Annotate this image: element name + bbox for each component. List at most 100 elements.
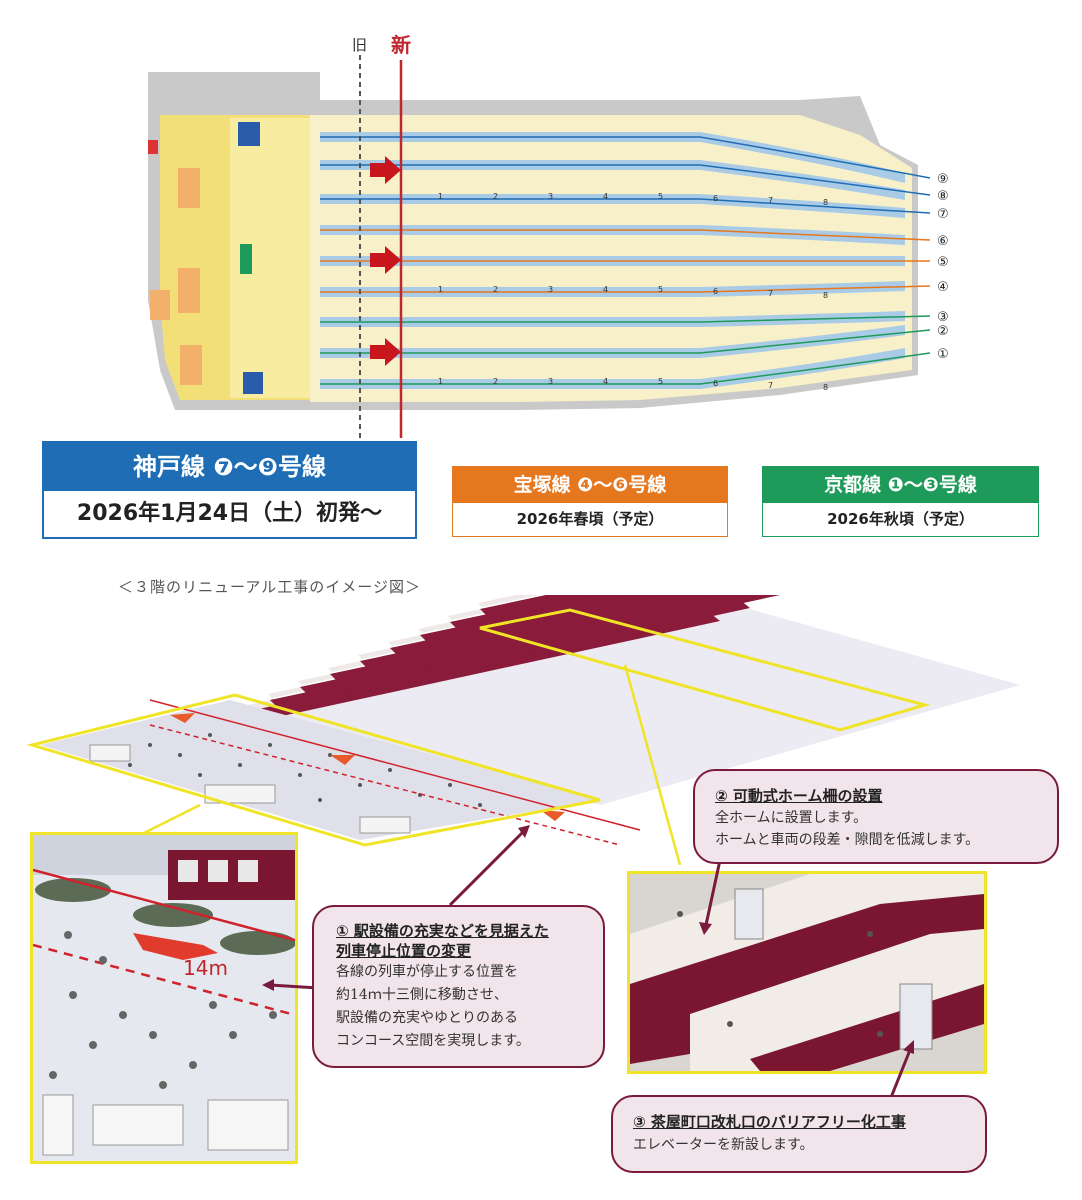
elevator-block	[238, 122, 260, 146]
shift-arrow	[370, 156, 401, 184]
train-roof	[690, 929, 984, 1071]
zoom-platform-art	[630, 874, 984, 1071]
train-row	[420, 595, 661, 645]
car-number: 3	[548, 285, 553, 294]
track-line	[320, 285, 931, 293]
car-number: 2	[493, 285, 498, 294]
car-number: 3	[548, 377, 553, 386]
car-number: 7	[768, 196, 773, 205]
car-number: 4	[603, 285, 608, 294]
track-line	[320, 229, 931, 241]
old-label: 旧	[352, 36, 367, 54]
planter	[220, 931, 295, 955]
callout-3-line: エレベーターを新設します。	[633, 1137, 814, 1153]
ticket-gate	[207, 1099, 289, 1151]
callout-1-line: 各線の列車が停止する位置を	[336, 964, 518, 980]
car-number: 3	[548, 192, 553, 201]
car-number: 5	[658, 285, 663, 294]
track-bed	[320, 281, 905, 297]
car-number: 6	[713, 194, 718, 203]
elevator-block	[243, 372, 263, 394]
track-line	[320, 164, 931, 196]
car-number: 1	[438, 192, 443, 201]
legend-kyoto: 京都線 ❶～❸号線 2026年秋頃（予定）	[762, 466, 1039, 537]
line-number-label: ③	[937, 310, 949, 325]
shift-arrow-3d	[330, 755, 355, 765]
shift-arrow-3d	[170, 713, 195, 723]
ticket-gate	[204, 784, 276, 804]
planter	[133, 903, 213, 927]
train-row	[330, 595, 751, 684]
shift-arrow-zoom	[133, 933, 218, 960]
track-bed	[320, 348, 905, 389]
callout-2-line: 全ホームに設置します。	[715, 810, 868, 826]
shop-block	[180, 345, 202, 385]
highlight-area-1	[26, 693, 601, 847]
ticket-gate	[42, 1094, 74, 1156]
car-number: 6	[713, 379, 718, 388]
callout-3-title: ③ 茶屋町口改札口のバリアフリー化工事	[633, 1113, 906, 1131]
zoom-platform	[627, 871, 987, 1074]
track-bed	[320, 325, 905, 358]
stop-line-dashed	[33, 943, 295, 1017]
car-number: 7	[768, 381, 773, 390]
legend-takarazuka-date: 2026年春頃（予定）	[516, 510, 664, 528]
callout-platform-doors: ② 可動式ホーム柵の設置 全ホームに設置します。 ホームと車両の段差・隙間を低減…	[693, 769, 1059, 864]
connector-line	[139, 803, 201, 837]
line-number-label: ⑦	[937, 207, 949, 222]
exit-marker	[148, 140, 158, 154]
car-number: 4	[603, 377, 608, 386]
line-number-label: ④	[937, 280, 949, 295]
shift-arrow-3d	[540, 810, 565, 821]
legend-kobe: 神戸線 ❼～❾号線 2026年1月24日（土）初発～	[42, 441, 417, 539]
car-number: 1	[438, 285, 443, 294]
planter	[35, 878, 111, 902]
car-number: 5	[658, 377, 663, 386]
distance-label: 14m	[183, 956, 228, 980]
line-number-label: ⑤	[937, 255, 949, 270]
legend-takarazuka: 宝塚線 ❹～❻号線 2026年春頃（予定）	[452, 466, 728, 537]
car-number: 6	[713, 287, 718, 296]
car-number: 2	[493, 192, 498, 201]
train-row	[450, 595, 631, 632]
callout-1-line: コンコース空間を実現します。	[336, 1033, 530, 1049]
shift-arrow	[370, 338, 401, 366]
callout-barrier-free: ③ 茶屋町口改札口のバリアフリー化工事 エレベーターを新設します。	[611, 1095, 987, 1173]
ticket-gate	[89, 744, 131, 762]
car-number: 8	[823, 291, 828, 300]
line-number-label: ⑨	[937, 172, 949, 187]
shop-block	[178, 268, 200, 313]
train-group	[238, 595, 780, 723]
shop-block	[178, 168, 200, 208]
shift-arrow	[370, 246, 401, 274]
callout-1-title-b: 列車停止位置の変更	[336, 942, 472, 960]
car-number: 4	[603, 192, 608, 201]
car-number: 7	[768, 289, 773, 298]
track-bed	[320, 194, 905, 218]
elevator-shaft	[734, 888, 764, 940]
shop-block	[150, 290, 170, 320]
ticket-gate	[92, 1104, 184, 1146]
track-line	[320, 329, 931, 354]
callout-1-title-a: ① 駅設備の充実などを見据えた	[336, 922, 549, 940]
car-number: 8	[823, 198, 828, 207]
legend-kobe-title: 神戸線 ❼～❾号線	[44, 443, 415, 491]
platform-floor	[230, 595, 1020, 805]
zoom-concourse-art: 14m	[33, 835, 295, 1156]
green-stairs	[240, 244, 252, 274]
track-line	[320, 315, 931, 323]
line-number-label: ⑧	[937, 189, 949, 204]
track-bed	[320, 311, 905, 327]
callout-2-line: ホームと車両の段差・隙間を低減します。	[715, 832, 980, 848]
legend-kobe-date: 2026年1月24日（土）初発～	[76, 501, 383, 526]
car-number: 8	[823, 383, 828, 392]
track-bed	[320, 132, 905, 183]
caption: ＜３階のリニューアル工事のイメージ図＞	[118, 578, 421, 596]
track-line	[320, 136, 931, 179]
highlight-area-2	[479, 608, 931, 732]
stop-line-solid	[33, 868, 295, 942]
concourse-floor	[40, 700, 600, 840]
